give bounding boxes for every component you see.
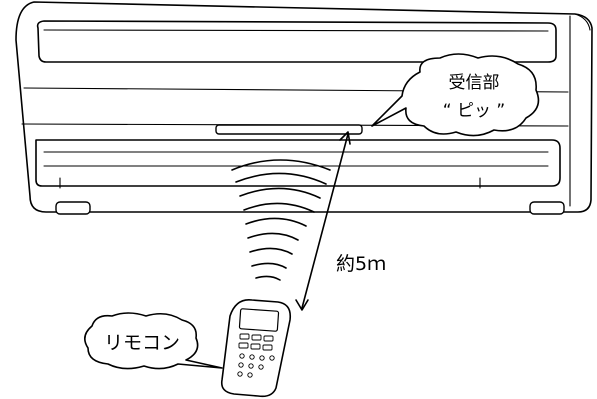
receiver-label: 受信部 [449, 73, 500, 93]
distance-label: 約5ｍ [336, 253, 386, 275]
receiver-bubble: 受信部 “ ピッ ” [371, 53, 540, 137]
remote-controller [220, 299, 292, 398]
signal-waves-icon [231, 159, 331, 281]
beep-label: “ ピッ ” [443, 101, 505, 121]
receiver-window [215, 124, 363, 135]
remote-bubble: リモコン [84, 312, 223, 370]
distance-arrow: 約5ｍ [295, 131, 386, 311]
remote-label: リモコン [104, 332, 180, 354]
